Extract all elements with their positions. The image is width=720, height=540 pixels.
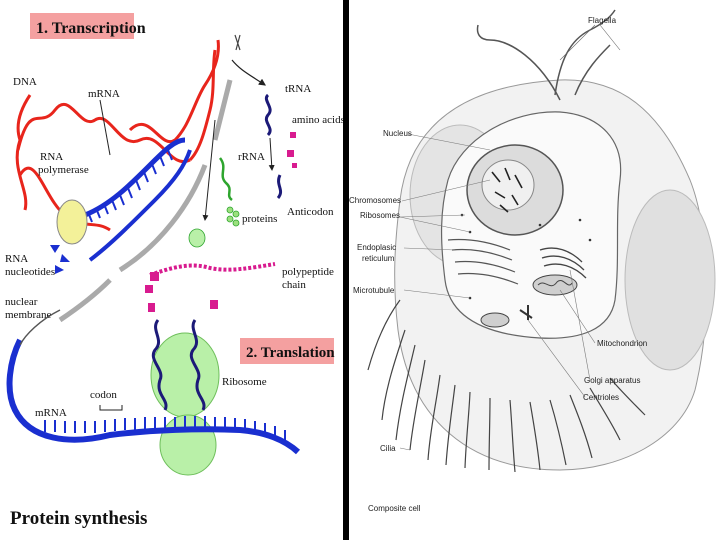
amino-acids-label: amino acids: [292, 114, 345, 126]
cell-lobe-right: [624, 189, 716, 371]
rrna-label: rRNA: [238, 151, 265, 163]
dna-label: DNA: [13, 76, 37, 88]
polypeptide-label-1: polypeptide: [282, 266, 334, 278]
protein-synthesis-title: Protein synthesis: [10, 508, 147, 529]
golgi-apparatus-icon: [539, 247, 587, 279]
trna-label: tRNA: [285, 83, 311, 95]
translation-header-bg: [240, 338, 334, 364]
rna-nucleotides-icon: [50, 245, 70, 274]
strand-top-icon: [234, 34, 241, 51]
protein-synthesis-panel: 1. Transcription DNA mRNA RNA polymerase: [5, 13, 345, 529]
transcription-header: 1. Transcription: [36, 20, 146, 37]
chromosomes-label: Chromosomes: [349, 196, 401, 205]
mitochondrion-label: Mitochondrion: [597, 339, 647, 348]
codon-label: codon: [90, 389, 117, 401]
polypeptide-label-2: chain: [282, 279, 306, 291]
mitochondrion-icon: [480, 274, 578, 328]
flagella-label: Flagella: [588, 16, 617, 25]
trna-icon: [264, 93, 272, 137]
nucleus-label: Nucleus: [383, 129, 412, 138]
proteins-label: proteins: [242, 213, 277, 225]
rna-nucleotides-label-1: RNA: [5, 253, 28, 265]
cilia-icon: [367, 299, 646, 473]
trna-anticodon-icon: [276, 174, 283, 199]
polypeptide-chain: [145, 262, 276, 293]
nuclear-membrane-label-2: membrane: [5, 309, 52, 321]
anticodon-label: Anticodon: [287, 206, 334, 218]
rna-polymerase-label-1: RNA: [40, 151, 63, 163]
trnas-in-ribosome: [151, 319, 206, 411]
mrna-top-label: mRNA: [88, 88, 120, 100]
mrna-strand-bottom: [6, 338, 301, 455]
centrioles-icon: [519, 305, 533, 320]
proteins-icon: [226, 206, 240, 227]
nuclear-membrane: [58, 79, 233, 323]
ribosomes-label: Ribosomes: [360, 211, 400, 220]
composite-cell-caption: Composite cell: [368, 504, 421, 513]
panel-divider: [343, 0, 349, 540]
mrna-bottom-label: mRNA: [35, 407, 67, 419]
transcription-header-bg: [30, 13, 134, 39]
composite-cell-panel: Flagella: [349, 9, 716, 513]
rna-polymerase: [56, 199, 88, 245]
rna-polymerase-label-2: polymerase: [38, 164, 89, 176]
er-label-1: Endoplasic: [357, 243, 396, 252]
ribosome-label: Ribosome: [222, 376, 267, 388]
translation-header: 2. Translation: [246, 345, 335, 361]
rna-nucleotides-label-2: nucleotides: [5, 266, 55, 278]
nucleolus: [481, 159, 535, 211]
golgi-label: Golgi apparatus: [584, 376, 640, 385]
amino-acid-icons: [287, 132, 297, 168]
centrioles-label: Centrioles: [583, 393, 619, 402]
microtubule-label: Microtubule: [353, 286, 395, 295]
mrna-strand-top: [84, 137, 192, 262]
cilia-label: Cilia: [380, 444, 396, 453]
endoplasmic-reticulum: [447, 238, 519, 285]
small-ribosome-icon: [188, 228, 206, 248]
nuclear-membrane-label-1: nuclear: [5, 296, 38, 308]
er-label-2: reticulum: [362, 254, 395, 263]
ribosome-small-subunit: [159, 414, 217, 476]
rrna-icon: [218, 157, 233, 202]
chromosomes-icon: [491, 167, 523, 213]
